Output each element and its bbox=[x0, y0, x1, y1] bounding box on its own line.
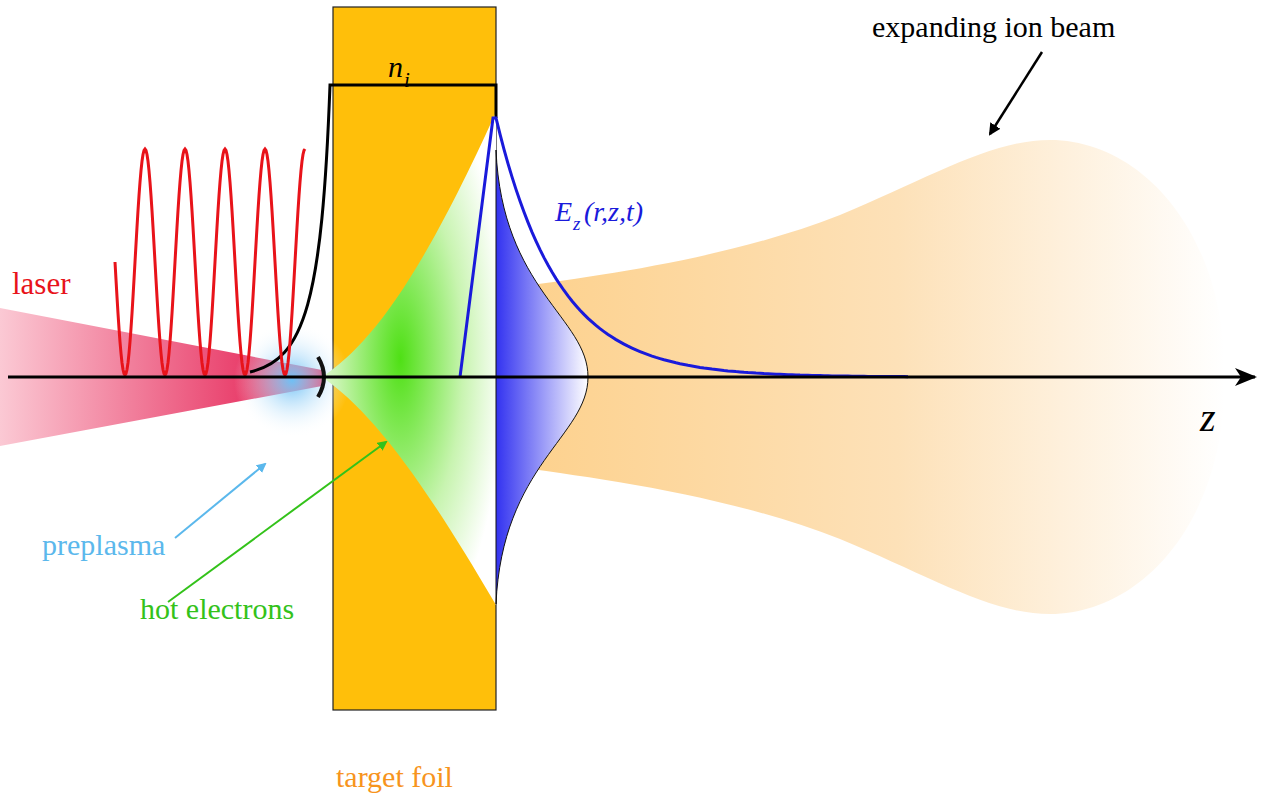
density-subscript: i bbox=[404, 70, 410, 91]
field-arguments: (r,z,t) bbox=[584, 198, 643, 226]
laser-wave bbox=[115, 149, 305, 375]
beam-label: expanding ion beam bbox=[872, 12, 1115, 42]
hot-electrons bbox=[322, 112, 496, 605]
z-axis bbox=[8, 376, 1255, 379]
density-profile bbox=[250, 85, 496, 372]
target-foil-label: target foil bbox=[336, 762, 453, 792]
field-symbol: E bbox=[555, 198, 572, 226]
field-subscript: z bbox=[573, 214, 580, 233]
leader-arrow bbox=[168, 442, 386, 602]
leader-arrow bbox=[990, 52, 1042, 134]
leader-arrow bbox=[175, 464, 265, 538]
efield-curve bbox=[460, 118, 908, 377]
laser-label: laser bbox=[12, 268, 71, 299]
preplasma-label: preplasma bbox=[42, 530, 165, 560]
density-symbol: n bbox=[388, 52, 403, 82]
axis-label: z bbox=[1200, 398, 1216, 438]
hot-electrons-label: hot electrons bbox=[140, 594, 294, 624]
